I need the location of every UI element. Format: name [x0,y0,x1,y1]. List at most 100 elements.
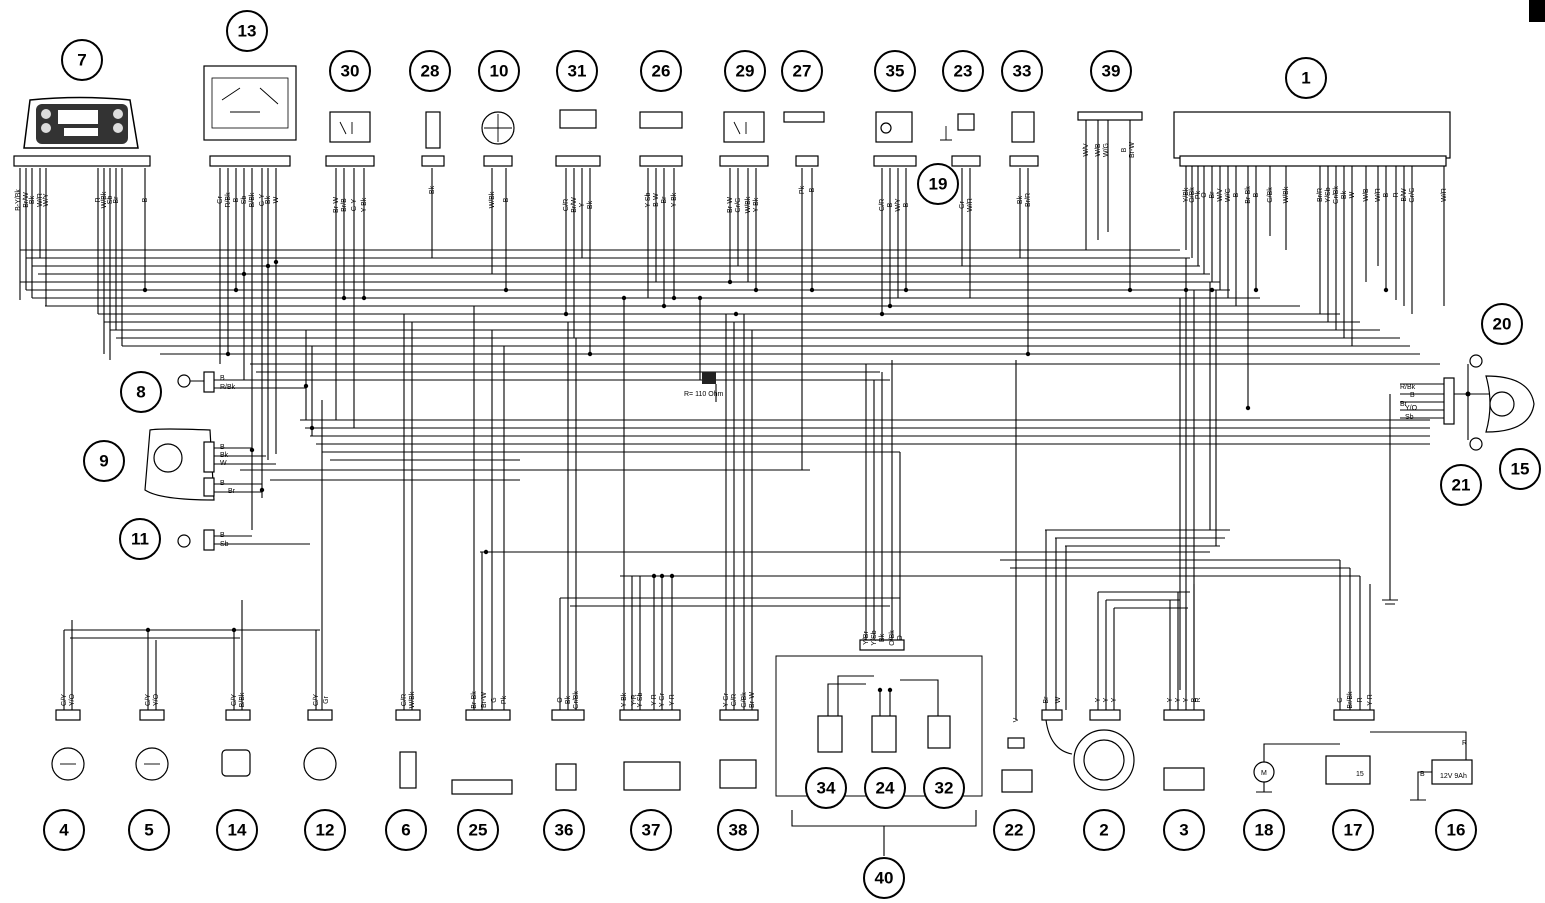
wire-label: W/Y [43,193,50,207]
alternator-2 [1041,640,1135,791]
svg-text:33: 33 [1013,62,1032,81]
wire-label: B [1410,392,1415,399]
starter-relay-17: 15 [1325,709,1467,785]
svg-text:38: 38 [729,821,748,840]
wire-label: Bk [879,633,886,642]
svg-text:20: 20 [1493,315,1512,334]
wire-label: B [1121,147,1128,152]
wire-label: G/Y [313,694,320,706]
svg-text:18: 18 [1255,821,1274,840]
callout-2: 2 [1083,809,1125,851]
wire-label: B [220,480,225,487]
svg-text:37: 37 [642,821,661,840]
wire-label: Y-R [631,694,638,705]
starter-motor-18: M [1253,743,1340,793]
svg-text:7: 7 [77,51,86,70]
wire-label: W [220,460,227,467]
wire-label: B/Bk [249,192,256,207]
wire-label: Br-W [749,692,756,708]
svg-text:21: 21 [1452,476,1471,495]
wire-label: G-Y [259,193,266,206]
wire-label: G/Bk [741,692,748,708]
regulator-3 [1163,709,1205,791]
wire-label: B [809,187,816,192]
wire-label: R [1393,192,1400,197]
wire-label: G/Y [61,694,68,706]
wire-label: Y [1183,697,1190,702]
svg-text:19: 19 [929,175,948,194]
wire-label: Y [1175,697,1182,702]
wire-label: B-W [653,193,660,207]
svg-text:4: 4 [59,821,69,840]
wire-label: W/B [1095,143,1102,157]
wire-label: B [903,202,910,207]
wire-label: Sb [241,196,248,205]
wire-label: B [1233,192,1240,197]
sensor-33 [1009,111,1039,167]
callout-36: 36 [543,809,585,851]
sensor-5 [135,709,169,781]
sensor-12 [303,709,337,781]
svg-text:16: 16 [1447,821,1466,840]
callout-19: 19 [917,163,959,205]
wire-label: Pk [1195,190,1202,199]
wire-label: Br-Bk [1245,186,1252,204]
wire-label: W/V [1217,188,1224,202]
resistor-label: R= 110 Ohm [684,391,724,398]
wire-label: Br-Bk [471,691,478,709]
wire-label: Bk [429,185,436,194]
callout-14: 14 [216,809,258,851]
callout-3: 3 [1163,809,1205,851]
sensor-14 [221,709,251,777]
wire-label: W/R [1441,188,1448,202]
wire-label: Br-W [333,197,340,213]
callout-33: 33 [1001,50,1043,92]
wire-label: Br [113,196,120,204]
callout-8: 8 [120,371,162,413]
wire-label: Br/W [571,197,578,213]
wire-label: Sb [107,196,114,205]
callout-37: 37 [630,809,672,851]
wire-label: V [1013,717,1020,722]
wire-label: W/V [1083,143,1090,157]
callout-27: 27 [781,50,823,92]
wire-label: G/R [879,199,886,211]
wire-label: G/R [731,694,738,706]
wire-label: R [1195,697,1202,702]
wire-label: Y-Sb [645,192,652,207]
callout-38: 38 [717,809,759,851]
wire-label: G/R [401,694,408,706]
callout-11: 11 [119,518,161,560]
switch-37 [619,709,681,791]
svg-text:13: 13 [238,22,257,41]
resistor-110-ohm: R= 110 Ohm [684,298,724,402]
sensor-28 [421,111,445,167]
wire-label: Br/Bk [1347,691,1354,709]
wire-label: Y-Bk [671,192,678,207]
callout-4: 4 [43,809,85,851]
wire-label: B [220,375,225,382]
wire-label: W/Y [895,198,902,212]
wire-label: Gr/Bk [573,691,580,709]
svg-text:2: 2 [1099,821,1108,840]
sensor-6 [395,709,421,789]
wire-label: Br [661,196,668,204]
wire-label: W/R [1375,188,1382,202]
callout-22: 22 [993,809,1035,851]
wire-label: Y/O [1405,405,1418,412]
svg-text:24: 24 [876,779,895,798]
svg-text:36: 36 [555,821,574,840]
wire-label: Bk [565,695,572,704]
wire-label: Bk [220,452,229,459]
wire-label: R [1462,740,1467,747]
wire-label: Br-W [727,197,734,213]
wire-label: B [220,532,225,539]
wire-label: Sb [1405,414,1414,421]
wire-label: B [503,197,510,202]
callout-18: 18 [1243,809,1285,851]
callout-16: 16 [1435,809,1477,851]
wire-label: B [1253,192,1260,197]
relay-29 [719,111,769,167]
wire-label: Y [1095,697,1102,702]
wire-label: R [95,197,102,202]
